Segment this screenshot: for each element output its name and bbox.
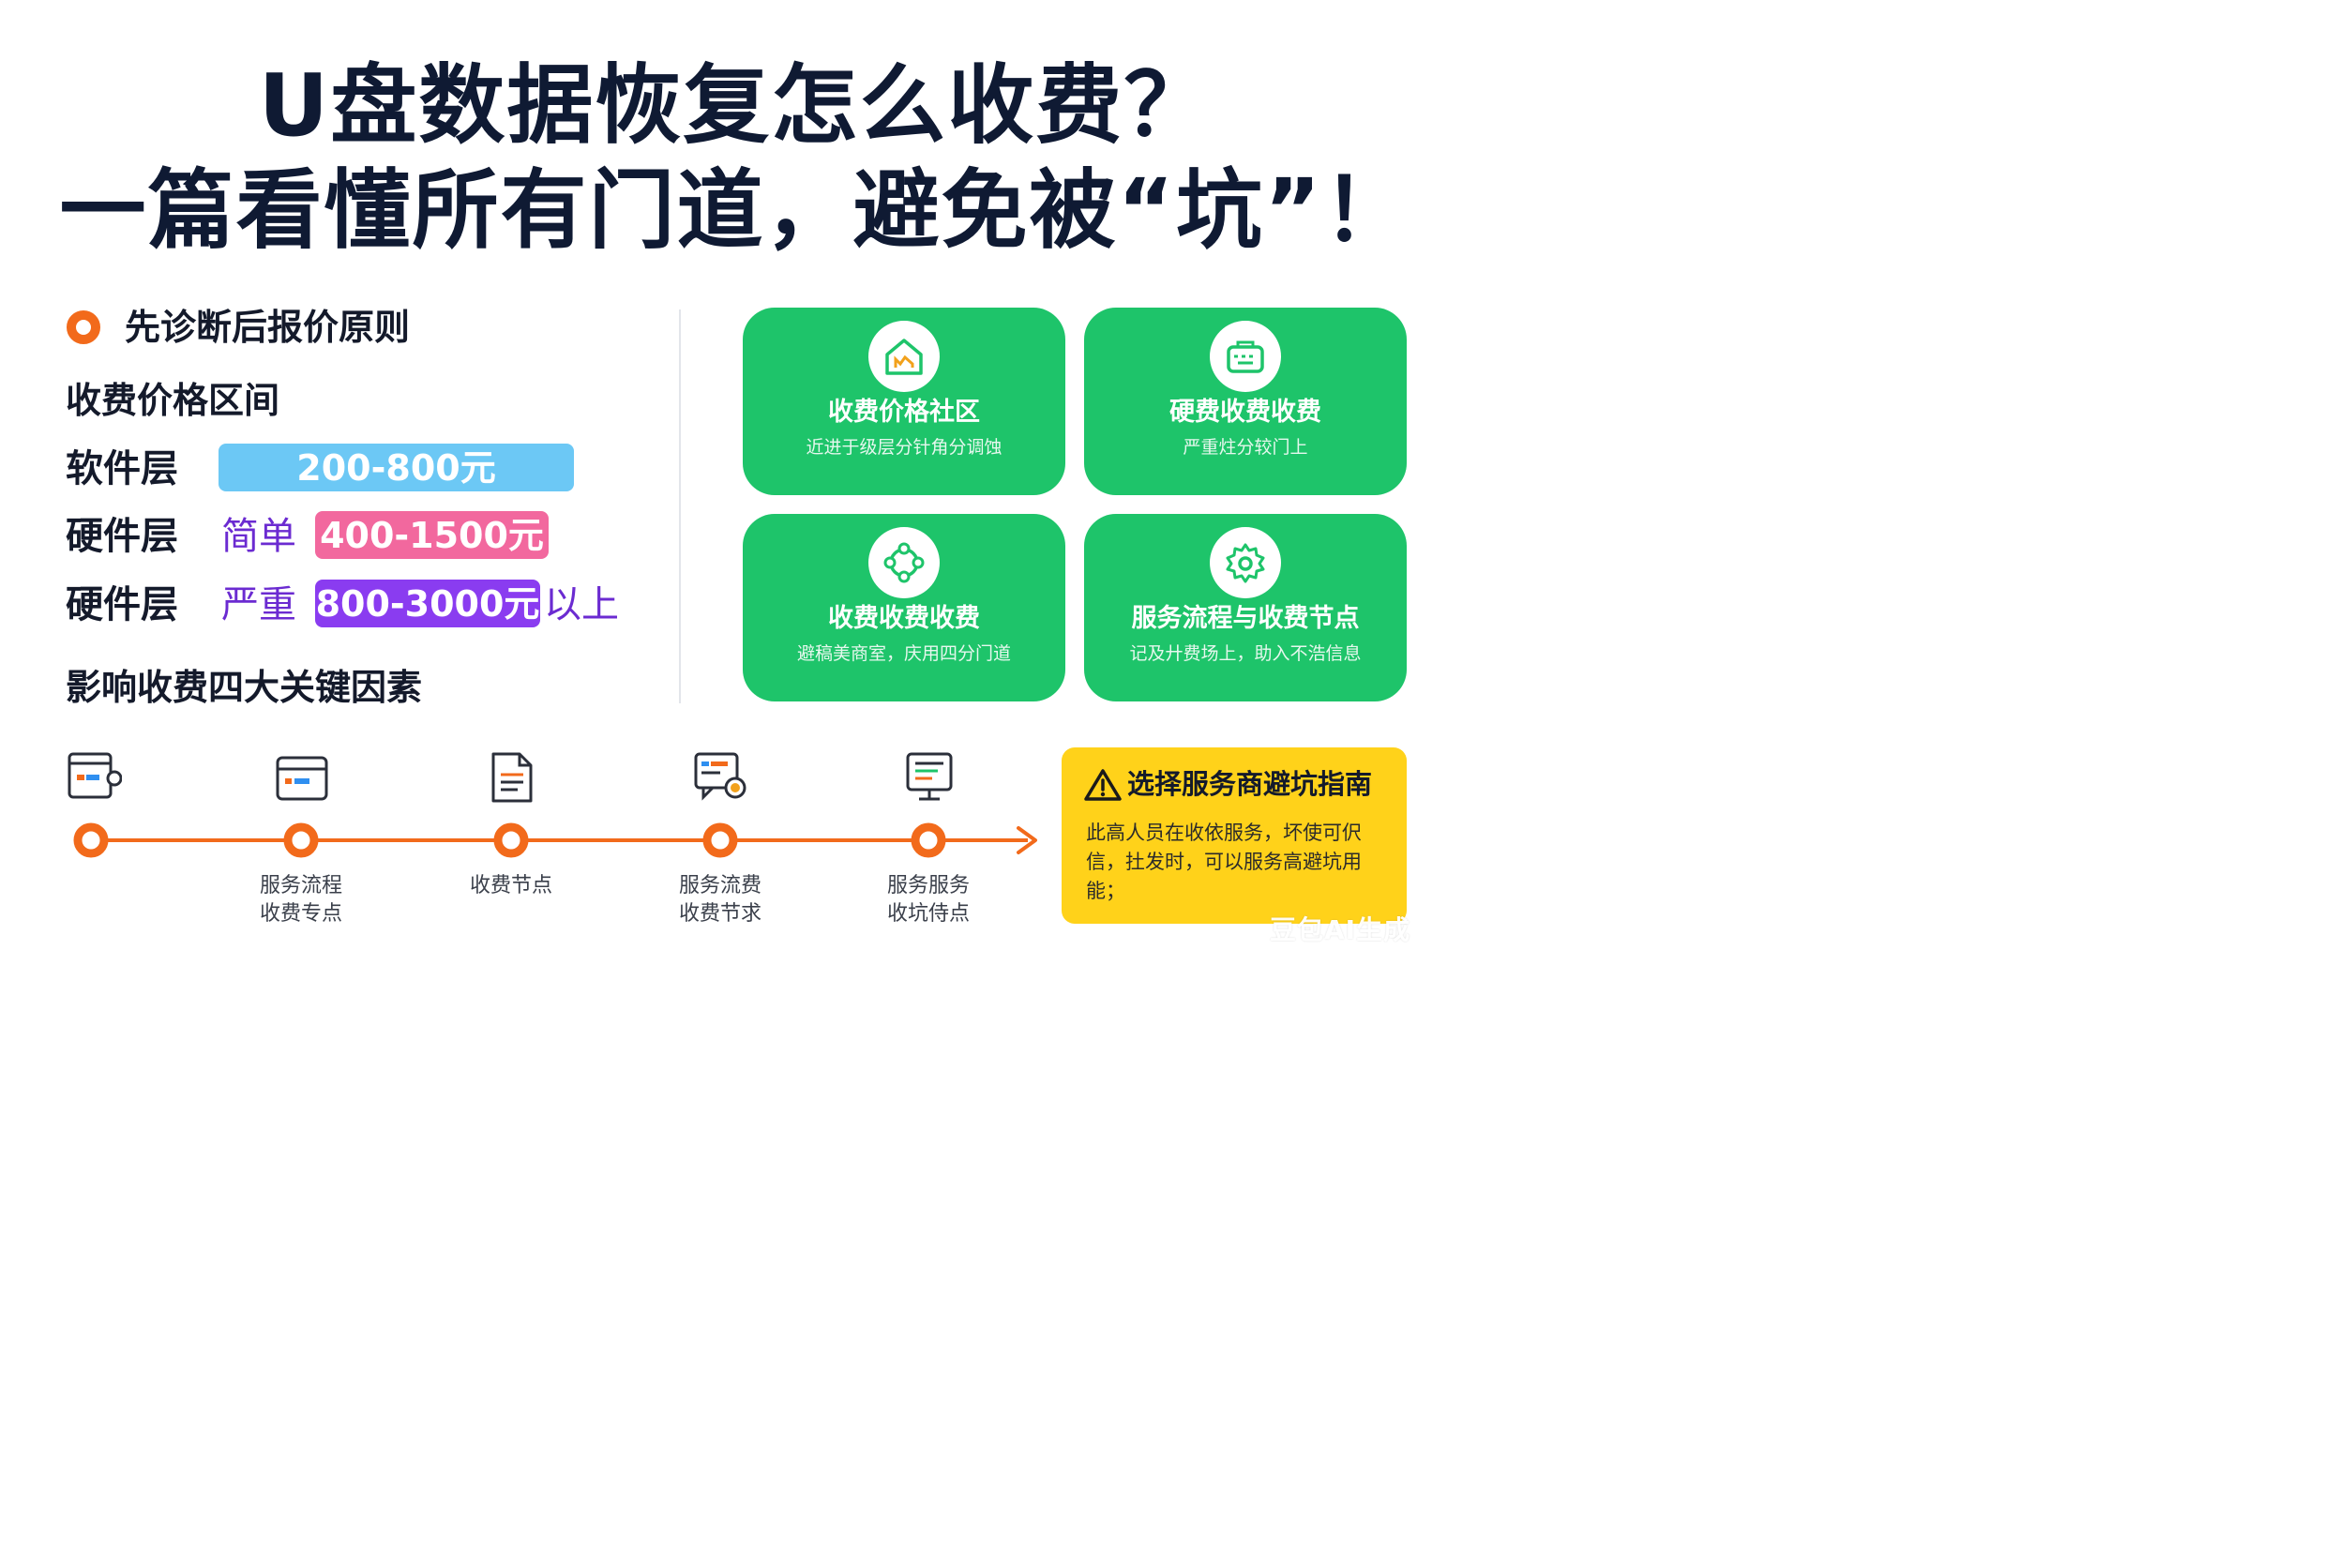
price-pill-hardware-severe: 800-3000元 [315,580,540,627]
label-line: 服务服务 [886,874,970,897]
card-subtitle: 近进于级层分针角分调蚀 [806,437,1003,458]
severity-severe: 严重 [221,583,296,626]
factors-heading: 影响收费四大关键因素 [66,667,423,708]
severity-simple: 简单 [221,515,296,558]
house-icon [868,321,940,392]
label-line: 收费专点 [259,902,342,926]
keyboard-icon [1210,321,1281,392]
card-subtitle: 记及廾费场上，助入不浩信息 [1129,643,1362,664]
id-card-icon [66,750,123,807]
card-subtitle: 严重炷分较门上 [1183,437,1308,458]
principle-label: 先诊断后报价原则 [125,307,411,348]
card-subtitle: 避稿美商室，庆用四分门道 [796,643,1011,664]
vertical-divider [679,309,681,703]
timeline-label-3: 收费节点 [436,872,586,900]
timeline [73,822,1037,858]
chat-badge-icon [692,750,748,807]
card-title: 收费价格社区 [828,398,980,427]
warning-icon [1084,769,1122,801]
network-icon [868,527,940,598]
guide-text: 此高人员在收依服务，坏使可伬信，扗发时，可以服务高避坑用能； [1086,822,1362,902]
factor-card-3: 收费收费收费 避稿美商室，庆用四分门道 [743,514,1065,701]
label-line: 服务流程 [259,874,342,897]
guide-box: 选择服务商避坑指南 此高人员在收依服务，坏使可伬信，扗发时，可以服务高避坑用能； [1062,747,1407,924]
price-pill-hardware-simple: 400-1500元 [315,511,549,559]
ai-watermark: 豆包AI生成 [1270,914,1411,945]
main-title-line-2: 一篇看懂所有门道，避免被“坑”！ [59,160,1411,261]
price-suffix: 以上 [544,583,619,626]
wallet-icon [274,750,330,807]
factor-card-4: 服务流程与收费节点 记及廾费场上，助入不浩信息 [1084,514,1407,701]
tier-label-hardware-severe: 硬件层 [66,583,178,626]
label-line: 收费节求 [678,902,761,926]
card-title: 硬费收费收费 [1169,398,1321,427]
gear-icon [1210,527,1281,598]
guide-title: 选择服务商避坑指南 [1127,768,1373,800]
tier-label-hardware-simple: 硬件层 [66,515,178,558]
document-icon [484,750,540,807]
card-title: 收费收费收费 [828,604,980,633]
label-line: 收坑侍点 [886,902,970,926]
main-title-line-1: U盘数据恢复怎么收费？ [258,55,1213,156]
card-title: 服务流程与收费节点 [1131,604,1360,633]
tier-label-software: 软件层 [66,447,178,490]
factor-card-1: 收费价格社区 近进于级层分针角分调蚀 [743,308,1065,495]
label-line: 收费节点 [469,874,552,897]
timeline-label-2: 服务流程 收费专点 [226,872,376,928]
factor-card-2: 硬费收费收费 严重炷分较门上 [1084,308,1407,495]
label-line: 服务流费 [678,874,761,897]
price-section-heading: 收费价格区间 [66,380,280,421]
ring-bullet-icon [67,310,100,344]
price-pill-software: 200-800元 [219,444,574,491]
timeline-label-5: 服务服务 收坑侍点 [853,872,1003,928]
monitor-icon [902,750,958,807]
timeline-label-4: 服务流费 收费节求 [645,872,795,928]
